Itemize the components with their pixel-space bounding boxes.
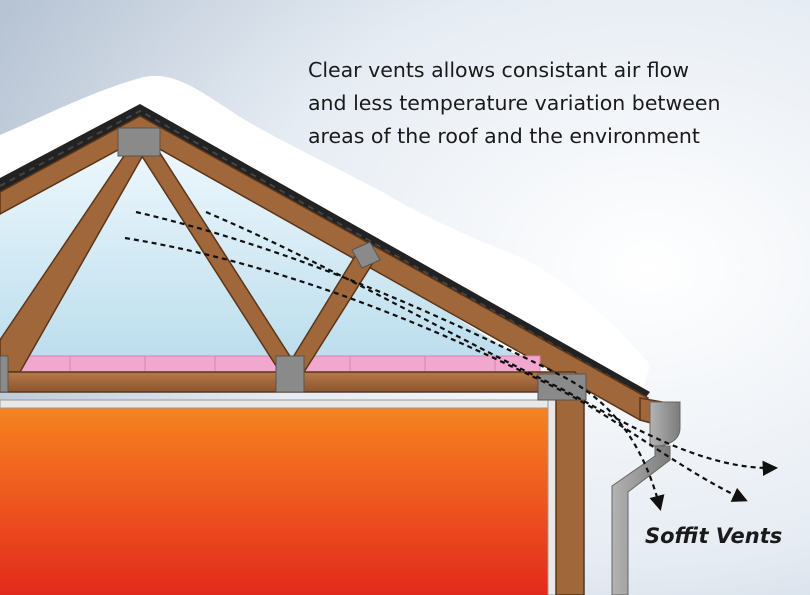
gutter [649, 401, 681, 447]
interior-room [0, 408, 552, 595]
gusset-plate-web [351, 241, 381, 269]
attic-space [0, 120, 540, 370]
gusset-plate-heel [537, 373, 587, 401]
caption-line: areas of the roof and the environment [308, 124, 700, 148]
soffit-vents-label: Soffit Vents [645, 524, 783, 548]
exterior-wall-stud [555, 394, 585, 595]
wall-trim [547, 399, 557, 595]
gusset-plate-center [275, 355, 305, 393]
downspout [611, 445, 671, 595]
caption-line: and less temperature variation between [308, 91, 721, 115]
airflow-arrow-icon [135, 210, 665, 511]
caption-line: Clear vents allows consistant air flow [308, 58, 689, 82]
airflow-arrow-icon [205, 210, 779, 477]
insulation-seams [69, 356, 496, 374]
ceiling-trim [0, 399, 557, 409]
gusset-plate-peak [117, 127, 161, 157]
ventilation-caption: Clear vents allows consistant air flow a… [308, 54, 788, 153]
airflow-arrow-icon [124, 236, 748, 502]
gusset-plate-left [0, 355, 9, 393]
shingle-texture [0, 109, 647, 398]
airflow-paths [124, 210, 779, 511]
